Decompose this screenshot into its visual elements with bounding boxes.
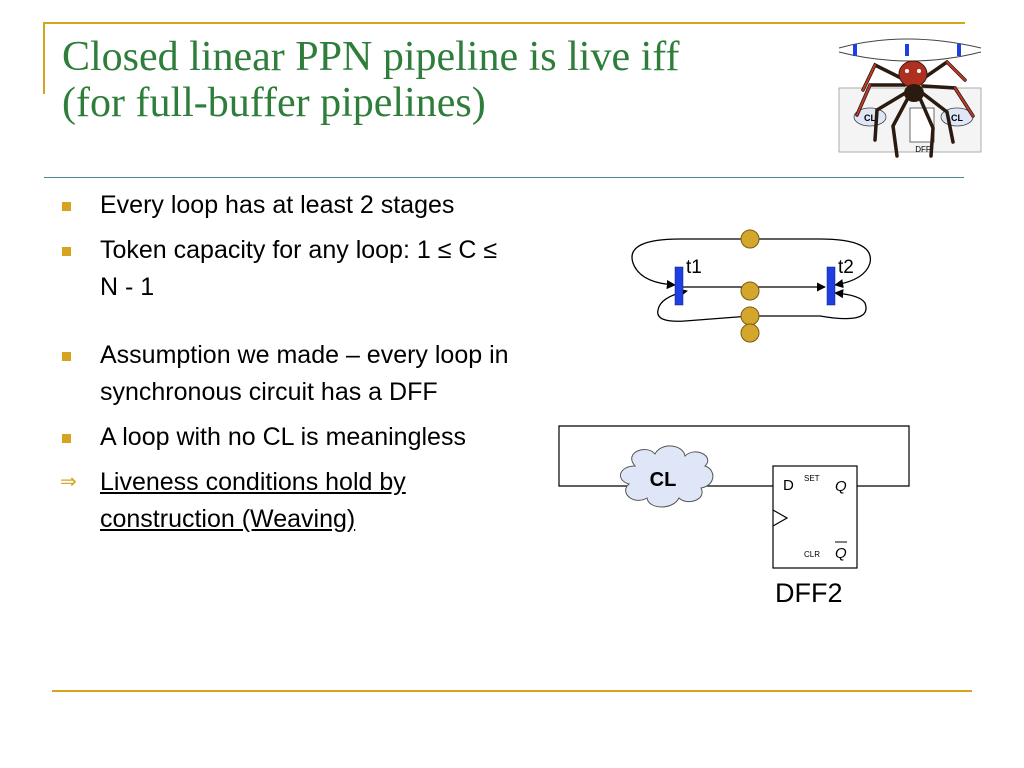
bullet-text: Liveness conditions hold by construction… <box>100 468 406 533</box>
bullet-marker <box>62 202 71 211</box>
title-line-1: Closed linear PPN pipeline is live iff <box>62 34 680 80</box>
arc-top-right <box>750 238 872 289</box>
list-item: ⇒ Liveness conditions hold by constructi… <box>60 464 510 538</box>
transition-t2-label: t2 <box>838 257 854 278</box>
title-underline <box>44 177 964 178</box>
dff-name-label: DFF2 <box>775 578 843 608</box>
pin-qbar-label: Q <box>835 545 847 562</box>
bullet-marker <box>62 352 71 361</box>
spider-cl-right-label: CL <box>951 113 963 123</box>
title-line-2: (for full-buffer pipelines) <box>62 80 486 126</box>
dff-box <box>772 465 858 569</box>
token-place-middle <box>740 281 760 301</box>
feedback-wire <box>558 425 910 487</box>
spider-cl-left-label: CL <box>864 113 876 123</box>
list-item: Assumption we made – every loop in synch… <box>60 337 510 411</box>
bullet-list: Every loop has at least 2 stages Token c… <box>60 187 510 538</box>
bullet-text: Assumption we made – every loop in synch… <box>100 341 509 406</box>
bullet-text: A loop with no CL is meaningless <box>100 423 466 451</box>
pin-set-label: SET <box>804 474 820 483</box>
spider-dff-label: DFF <box>915 145 931 154</box>
bullet-text: Every loop has at least 2 stages <box>100 191 455 219</box>
slide-title: Closed linear PPN pipeline is live iff (… <box>62 34 822 126</box>
bullet-marker <box>62 434 71 443</box>
clock-input-icon <box>772 509 789 527</box>
spider-logo: CL CL DFF <box>838 38 982 158</box>
transition-t1-label: t1 <box>686 257 702 278</box>
implies-arrow-icon: ⇒ <box>60 471 77 493</box>
petri-net-diagram: t1 t2 <box>631 229 872 343</box>
transition-t1 <box>674 266 684 306</box>
cl-label: CL <box>650 469 677 491</box>
cl-cloud <box>620 445 714 508</box>
pin-clr-label: CLR <box>804 550 820 559</box>
arc-top-left <box>631 238 750 290</box>
token-place-lower <box>740 306 760 326</box>
pin-q-label: Q <box>835 478 847 495</box>
list-item: A loop with no CL is meaningless <box>60 419 510 456</box>
list-item: Every loop has at least 2 stages <box>60 187 510 224</box>
transition-t2 <box>826 266 836 306</box>
dff-loop-diagram: CL D SET Q CLR Q <box>558 425 910 569</box>
bullet-text: Token capacity for any loop: 1 ≤ C ≤ N -… <box>100 236 498 301</box>
frame-top-rule <box>43 22 965 24</box>
token-place-top <box>740 229 760 249</box>
list-item: Token capacity for any loop: 1 ≤ C ≤ N -… <box>60 232 510 306</box>
token-place-bottom <box>740 323 760 343</box>
bullet-marker <box>62 247 71 256</box>
footer-rule <box>52 690 972 692</box>
arc-bottom-left <box>657 288 751 322</box>
frame-left-rule <box>43 22 45 94</box>
pin-d-label: D <box>783 477 794 494</box>
arc-bottom-right <box>750 289 867 320</box>
